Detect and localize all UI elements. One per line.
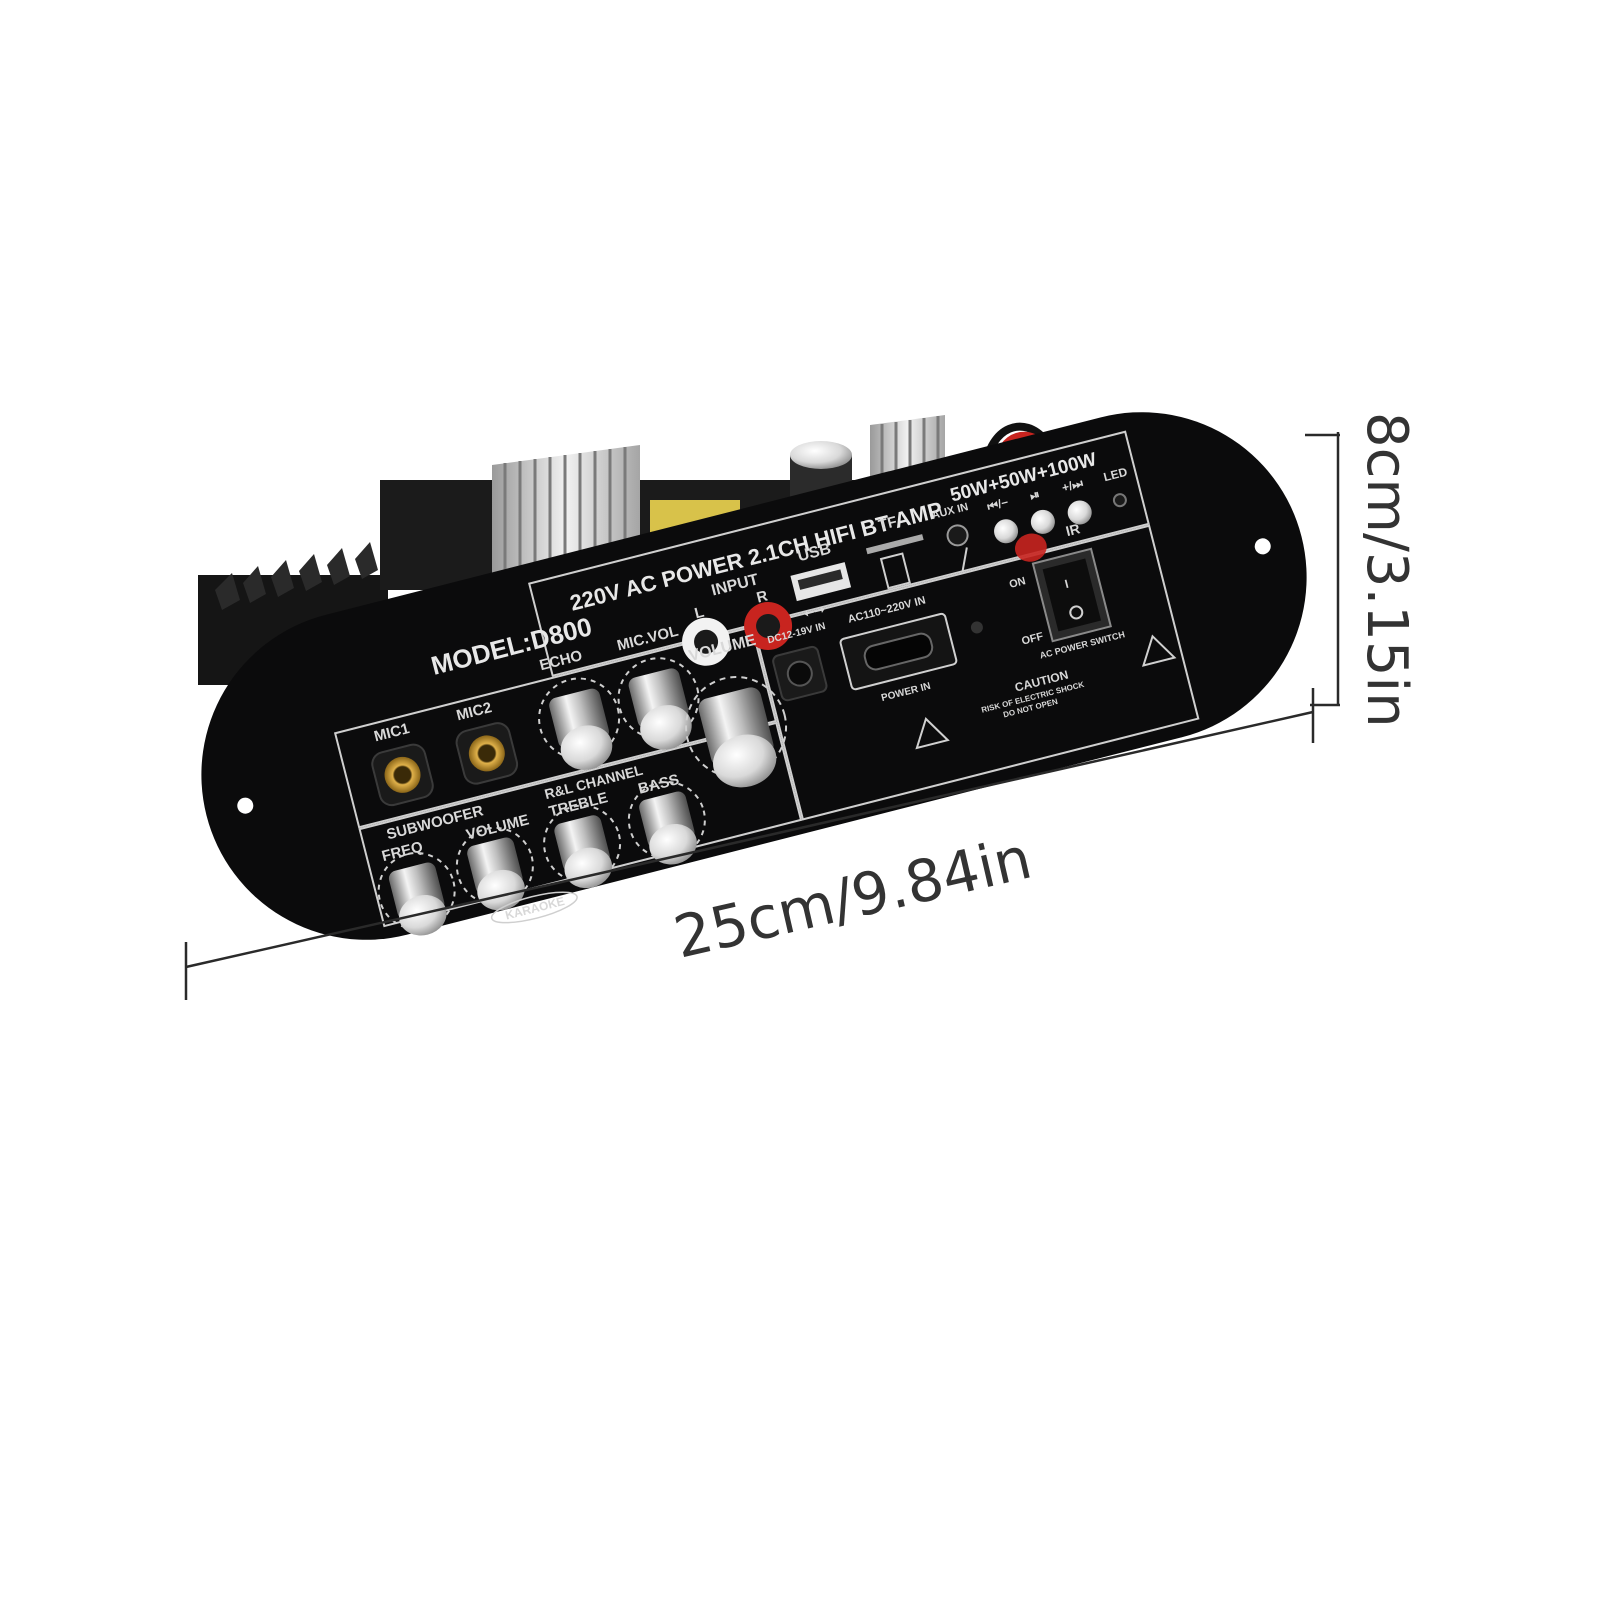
- frame-power: [752, 524, 1200, 821]
- echo-knob[interactable]: [530, 670, 630, 779]
- screw: [970, 621, 983, 634]
- frame-top: [528, 430, 1150, 677]
- switch-on-label: ON: [1008, 575, 1027, 591]
- ac-power-switch[interactable]: I: [1031, 547, 1113, 643]
- bass-knob[interactable]: [621, 774, 715, 873]
- freq-knob[interactable]: [370, 845, 464, 944]
- input-r-label: R: [755, 587, 770, 606]
- mic1-jack[interactable]: [370, 742, 436, 808]
- ac-power-socket[interactable]: [839, 612, 958, 691]
- svg-text:I: I: [1063, 577, 1070, 591]
- height-label: 8cm/3.15in: [1354, 412, 1419, 728]
- terminal-fins: [215, 542, 378, 610]
- main-volume-knob[interactable]: [675, 666, 799, 798]
- tf-label: TF: [877, 513, 899, 534]
- amplifier-panel: MODEL:D800 220V AC POWER 2.1CH HIFI BT A…: [201, 412, 1307, 944]
- sub-volume-knob[interactable]: [449, 820, 543, 919]
- sd-card-icon: [879, 552, 911, 590]
- tf-card-slot[interactable]: [865, 534, 924, 555]
- led-indicator: [1112, 493, 1127, 508]
- aux-cable-icon: [961, 547, 968, 572]
- height-dimension: 8cm/3.15in: [1305, 412, 1419, 728]
- switch-off-label: OFF: [1020, 630, 1045, 647]
- input-l-label: L: [693, 604, 706, 623]
- frame-input: [333, 625, 778, 829]
- play-button[interactable]: [1028, 507, 1057, 536]
- dc-in-jack[interactable]: [772, 645, 828, 702]
- rca-right-jack[interactable]: [739, 597, 797, 655]
- caution-warning-icon: [915, 634, 1177, 750]
- prev-button[interactable]: [991, 517, 1020, 546]
- aux-in-jack[interactable]: [945, 523, 969, 547]
- mount-hole-right: [1254, 538, 1271, 555]
- mic-vol-knob[interactable]: [610, 650, 710, 759]
- led-label: LED: [1102, 465, 1129, 485]
- mount-hole-left: [237, 797, 254, 814]
- ir-label: IR: [1064, 520, 1082, 539]
- prev-button-label: ⏮/−: [986, 495, 1010, 514]
- mic2-jack[interactable]: [454, 721, 520, 787]
- play-button-label: ⏯: [1028, 487, 1041, 503]
- ir-receiver: [1014, 533, 1047, 562]
- usb-logo-icon: ⭠⭢: [802, 601, 826, 621]
- rca-left-jack[interactable]: [677, 613, 735, 671]
- next-button-label: +/⏭: [1060, 476, 1084, 495]
- next-button[interactable]: [1065, 498, 1094, 527]
